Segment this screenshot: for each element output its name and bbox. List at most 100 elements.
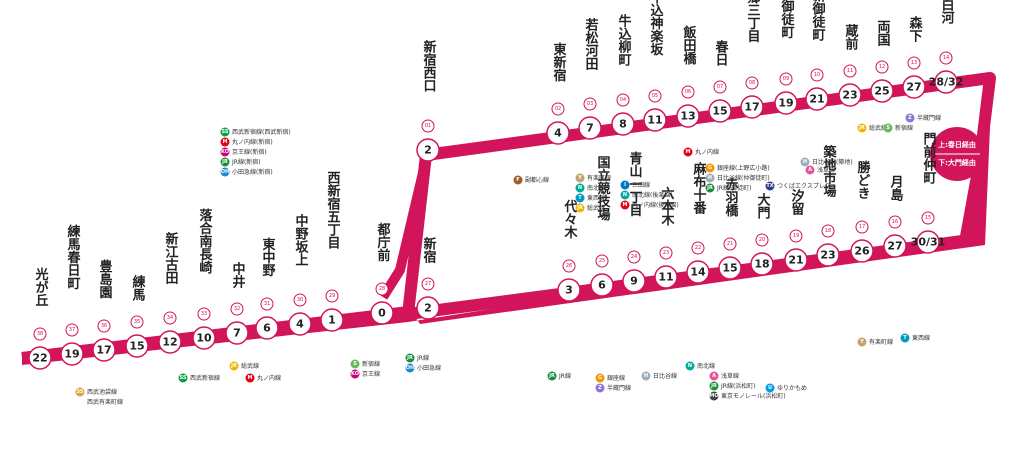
transfer-line-icon-label: T <box>903 335 907 341</box>
station-time-circle <box>590 273 614 297</box>
line-track-tochomae-branch <box>378 158 431 300</box>
transfer-line-name: 総武線 <box>241 362 259 370</box>
station-travel-time: 4 <box>554 127 562 140</box>
station-travel-time: 23 <box>842 89 857 102</box>
transfer-line-name: 三田線 <box>632 181 650 189</box>
transfer-line-name: 日比谷線(築地) <box>812 158 853 166</box>
station-time-circle <box>643 108 667 132</box>
station-travel-time: 4 <box>296 318 304 331</box>
transfer-line-name: 南北線 <box>587 184 605 192</box>
station-time-circle <box>654 265 678 289</box>
transfer-line-icon-label: KO <box>351 371 359 377</box>
transfer-line-icon-label: JR <box>858 125 865 131</box>
station-name: 築地市場 <box>821 144 838 198</box>
transfer-line-icon <box>857 337 867 347</box>
station-time-circle <box>740 95 764 119</box>
station-time-circle <box>28 346 52 370</box>
station-kiyosumi-shirakawa[interactable]: 28/3214清澄白河 <box>929 0 964 94</box>
station-number-badge <box>921 211 935 225</box>
transfer-line-name: 半蔵門線 <box>607 384 631 392</box>
station-number-badge <box>230 302 244 316</box>
transfer-line-icon-label: Z <box>908 115 912 121</box>
station-number-badge <box>855 220 869 234</box>
transfer-line-name: 西武池袋線 <box>87 388 117 396</box>
transfer-line-icon <box>350 359 360 369</box>
transfer-line-name: 東西線 <box>912 334 930 342</box>
station-number: 16 <box>892 219 898 225</box>
station-time-circle <box>805 87 829 111</box>
transfer-line-name: 丸ノ内線 <box>257 374 281 382</box>
station-number-badge <box>691 241 705 255</box>
transfer-group-monzen-nakacho: T 東西線 <box>900 333 930 343</box>
station-name: 青山一丁目 <box>627 151 643 218</box>
station-number-badge <box>33 327 47 341</box>
transfer-line-name: 小田急線 <box>417 364 441 372</box>
station-number: 37 <box>69 327 75 333</box>
station-travel-time: 8 <box>619 118 627 131</box>
transfer-line-icon <box>709 371 719 381</box>
station-number: 09 <box>783 76 789 82</box>
station-name: 中井 <box>230 261 246 289</box>
station-travel-time: 27 <box>887 240 902 253</box>
station-travel-time: 26 <box>854 245 870 258</box>
station-travel-time: 19 <box>778 97 793 110</box>
transfer-line-icon-label: H <box>708 175 712 181</box>
transfer-line-name: JR線(浜松町) <box>720 382 756 390</box>
transfer-line-name: 有楽町線 <box>587 174 611 182</box>
station-number: 38 <box>37 331 43 337</box>
station-number: 06 <box>685 89 691 95</box>
station-travel-time: 11 <box>658 271 673 284</box>
transfer-line-icon <box>220 137 230 147</box>
station-travel-time: 2 <box>424 302 432 315</box>
station-number-badge <box>875 60 889 74</box>
station-name: 蔵前 <box>843 23 859 51</box>
station-time-circle <box>838 83 862 107</box>
station-number-badge <box>939 51 953 65</box>
